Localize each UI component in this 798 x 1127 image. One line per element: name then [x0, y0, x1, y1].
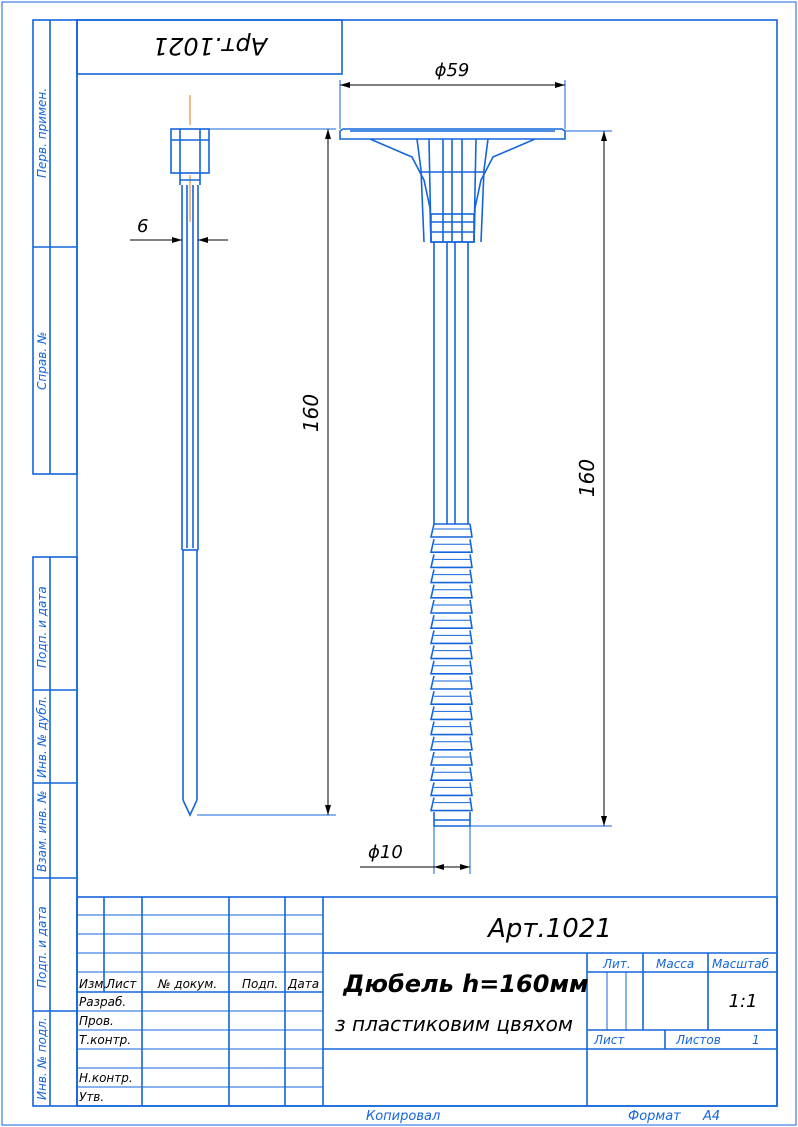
designation: Арт.1021 [486, 914, 612, 944]
title-block-role: Т.контр. [79, 1033, 131, 1047]
scale-value: 1:1 [729, 991, 758, 1012]
dim-head-diameter: ϕ59 [339, 60, 566, 129]
label-vzam-inv: Взам. инв. № [35, 791, 49, 872]
left-margin-top [32, 19, 78, 475]
label-podp-data-1: Подп. и дата [35, 586, 49, 668]
title-block-role: Н.контр. [79, 1071, 133, 1085]
svg-text:ϕ10: ϕ10 [368, 842, 403, 863]
thread-rib [429, 599, 473, 614]
dim-shaft-diameter: ϕ10 [360, 826, 471, 874]
title-block-header: Дата [287, 977, 319, 991]
side-view [170, 95, 210, 817]
top-stamp-box [76, 19, 343, 75]
thread-rib [429, 706, 473, 721]
thread-rib [429, 691, 473, 705]
thread-rib [429, 736, 473, 751]
thread-rib [429, 554, 473, 569]
thread-rib [429, 675, 473, 690]
label-lit: Лит. [602, 957, 631, 971]
svg-text:160: 160 [299, 394, 323, 432]
thread-rib [429, 782, 473, 797]
name-line1: Дюбель h=160мм [342, 970, 588, 998]
thread-rib [429, 645, 473, 660]
title-block [76, 896, 778, 1107]
label-inv-podl: Инв. № подл. [35, 1017, 49, 1100]
top-stamp-text: Арт.1021 [153, 32, 269, 60]
dim-length-front: 160 [470, 130, 612, 827]
thread-rib [429, 751, 473, 766]
title-block-header: № докум. [157, 977, 217, 991]
title-block-header: Изм. [79, 977, 107, 991]
label-podp-data-2: Подп. и дата [35, 906, 49, 988]
label-perv-primen: Перв. примен. [35, 88, 49, 178]
title-block-header: Подп. [242, 977, 278, 991]
label-masshtab: Масштаб [712, 957, 770, 971]
front-view [339, 128, 566, 827]
footer-format-value: А4 [702, 1109, 720, 1124]
footer-kopiroval: Копировал [366, 1109, 440, 1124]
thread-rib [429, 721, 473, 736]
title-block-role: Утв. [79, 1090, 104, 1104]
svg-text:160: 160 [575, 459, 599, 497]
label-inv-dubl: Инв. № дубл. [35, 696, 49, 778]
thread-rib [429, 797, 473, 812]
name-line2: з пластиковим цвяхом [335, 1012, 573, 1036]
thread-rib [429, 584, 473, 599]
title-block-header: Лист [105, 977, 137, 991]
thread-rib [429, 767, 473, 781]
svg-text:6: 6 [137, 216, 148, 237]
thread-rib [429, 615, 473, 629]
dim-shaft-width: 6 [130, 216, 228, 243]
label-list: Лист [593, 1033, 625, 1047]
thread-rib [429, 630, 473, 645]
thread-rib [429, 523, 473, 538]
title-block-role: Пров. [79, 1014, 114, 1028]
thread-rib [429, 539, 473, 553]
dim-length-side: 160 [197, 128, 336, 816]
label-massa: Масса [656, 957, 694, 971]
title-block-role: Разраб. [79, 995, 126, 1009]
thread-rib [429, 569, 473, 584]
label-listov: Листов [675, 1033, 721, 1047]
thread-rib [429, 660, 473, 675]
footer-format-label: Формат [628, 1109, 681, 1124]
drawing-frame [76, 19, 778, 1107]
left-margin-bottom [32, 556, 78, 1107]
label-sprav-no: Справ. № [35, 332, 49, 390]
svg-text:ϕ59: ϕ59 [435, 60, 470, 81]
listov-count: 1 [752, 1033, 760, 1047]
